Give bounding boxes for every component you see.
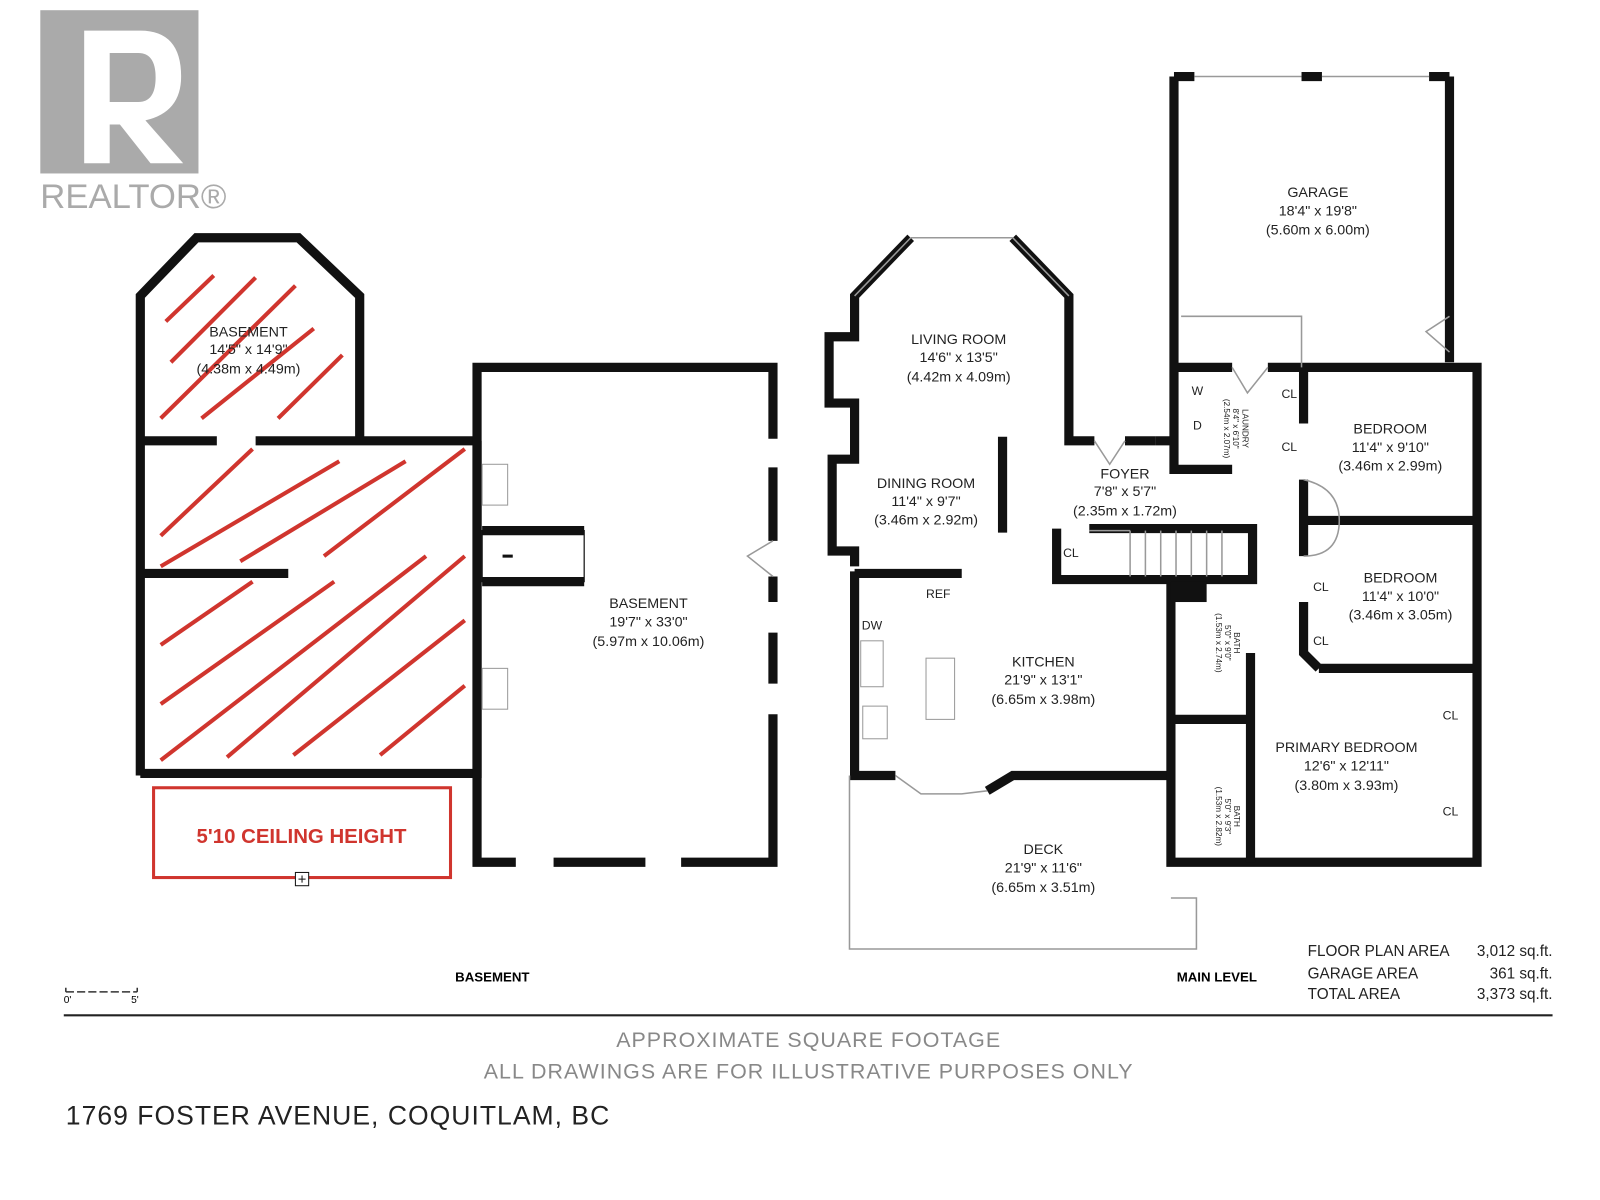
label-text: FOYER xyxy=(1100,467,1149,483)
label-text: CL xyxy=(1063,546,1079,560)
label-text: (5.60m x 6.00m) xyxy=(1266,223,1370,239)
label-text: (2.54m x 2.07m) xyxy=(1222,399,1231,459)
label-text: GARAGE xyxy=(1287,185,1348,201)
label-text: KITCHEN xyxy=(1012,654,1075,670)
main-level-walls xyxy=(824,71,1482,950)
label-text: CL xyxy=(1443,804,1459,818)
label-text: BATH xyxy=(1232,806,1241,827)
label-text: REF xyxy=(926,587,950,601)
label-text: TOTAL AREA xyxy=(1308,986,1401,1003)
footer-line2: ALL DRAWINGS ARE FOR ILLUSTRATIVE PURPOS… xyxy=(484,1060,1134,1084)
label-text: W xyxy=(1192,384,1204,398)
label-text: 3,012 sq.ft. xyxy=(1477,943,1553,960)
label-text: (6.65m x 3.98m) xyxy=(991,692,1095,708)
label-text: CL xyxy=(1313,580,1329,594)
room-size-metric: (4.38m x 4.49m) xyxy=(197,361,301,377)
basement-main-room xyxy=(472,362,778,867)
room-size: 14'5" x 14'9" xyxy=(209,342,287,358)
label-text: CL xyxy=(1313,634,1329,648)
label-text: 11'4" x 9'7" xyxy=(891,494,960,510)
label-text: 5'0" x 9'0" xyxy=(1223,625,1232,661)
level-label-main: MAIN LEVEL xyxy=(1177,970,1257,985)
label-text: LAUNDRY xyxy=(1240,409,1249,448)
label-text: (6.65m x 3.51m) xyxy=(991,880,1095,896)
label-text: (1.53m x 2.74m) xyxy=(1214,613,1223,673)
label-text: (1.53m x 2.82m) xyxy=(1214,787,1223,847)
label-text: (3.46m x 3.05m) xyxy=(1349,607,1453,623)
area-summary: FLOOR PLAN AREA 3,012 sq.ft. GARAGE AREA 3… xyxy=(1308,943,1553,1003)
room-labels: GARAGE 18'4" x 19'8" (5.60m x 6.00m) LIV… xyxy=(862,185,1459,896)
label-text: 5'10 CEILING HEIGHT xyxy=(197,826,407,848)
room-size: 19'7" x 33'0" xyxy=(609,615,687,631)
label-text: 3,373 sq.ft. xyxy=(1477,986,1553,1003)
label-text: 361 sq.ft. xyxy=(1490,966,1553,983)
label-text: CL xyxy=(1281,440,1297,454)
room-size-metric: (5.97m x 10.06m) xyxy=(593,634,705,650)
label-text: 7'8" x 5'7" xyxy=(1094,484,1156,500)
label-text: BEDROOM xyxy=(1353,422,1427,438)
label-text: DECK xyxy=(1024,842,1064,858)
label-text: GARAGE AREA xyxy=(1308,966,1419,983)
label-text: CL xyxy=(1443,708,1459,722)
level-label-basement: BASEMENT xyxy=(455,970,529,985)
label-text: 12'6" x 12'11" xyxy=(1304,758,1389,774)
label-text: 8'4" x 6'10" xyxy=(1231,408,1240,448)
label-text: (3.46m x 2.92m) xyxy=(874,512,978,528)
realtor-logo: REALTOR® xyxy=(40,10,227,216)
label-text: 21'9" x 11'6" xyxy=(1005,860,1082,876)
label-text: CL xyxy=(1281,387,1297,401)
label-text: 14'6" x 13'5" xyxy=(920,350,998,366)
label-text: PRIMARY BEDROOM xyxy=(1275,740,1417,756)
property-address: 1769 FOSTER AVENUE, COQUITLAM, BC xyxy=(66,1100,610,1130)
label-text: 11'4" x 9'10" xyxy=(1352,440,1429,456)
label-text: 5' xyxy=(131,995,139,1006)
label-text: REALTOR® xyxy=(40,178,227,216)
label-text: 11'4" x 10'0" xyxy=(1362,589,1439,605)
label-text: LIVING ROOM xyxy=(911,332,1006,348)
scale-bar: 0' 5' xyxy=(64,987,139,1006)
label-text: DW xyxy=(862,619,883,633)
label-text: 5'0" x 9'3" xyxy=(1223,798,1232,834)
label-text: (4.42m x 4.09m) xyxy=(907,370,1011,386)
label-text: BEDROOM xyxy=(1364,571,1438,587)
label-text: 18'4" x 19'8" xyxy=(1279,203,1357,219)
ceiling-height-note: 5'10 CEILING HEIGHT xyxy=(152,786,453,887)
label-text: D xyxy=(1193,419,1202,433)
label-text: (3.80m x 3.93m) xyxy=(1294,778,1398,794)
label-text: FLOOR PLAN AREA xyxy=(1308,943,1451,960)
label-text: 0' xyxy=(64,995,72,1006)
label-text: DINING ROOM xyxy=(877,476,975,492)
basement-hatched-area xyxy=(135,233,482,779)
label-text: 21'9" x 13'1" xyxy=(1004,673,1082,689)
label-text: BATH xyxy=(1232,632,1241,653)
label-text: (3.46m x 2.99m) xyxy=(1338,458,1442,474)
room-name: BASEMENT xyxy=(209,325,288,341)
footer-line1: APPROXIMATE SQUARE FOOTAGE xyxy=(616,1028,1001,1052)
room-name: BASEMENT xyxy=(609,596,688,612)
label-text: (2.35m x 1.72m) xyxy=(1073,503,1177,519)
